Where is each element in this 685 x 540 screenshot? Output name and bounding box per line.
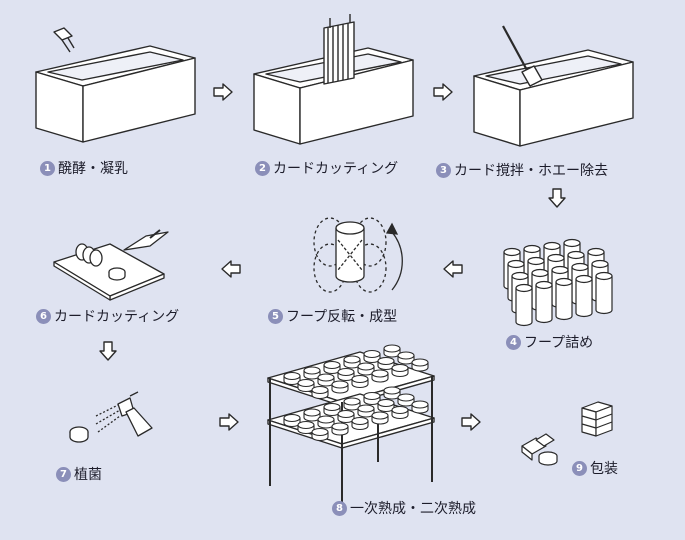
cheese-wheel-icon <box>411 400 429 414</box>
arrow-4-to-5-icon <box>443 260 463 278</box>
step-text: フープ反転・成型 <box>286 309 398 325</box>
cheese-wheel-icon <box>317 373 335 387</box>
cheese-wheel-icon <box>397 351 415 365</box>
arrow-3-to-4-icon <box>548 188 566 208</box>
cheese-wheel-icon <box>357 404 375 418</box>
cheese-wheel-icon <box>371 411 389 425</box>
step-2-label: 2 カードカッティング <box>255 158 398 178</box>
cheese-wheel-icon <box>363 391 381 406</box>
cheese-wheel-icon <box>283 413 301 428</box>
cutting-board-icon <box>53 229 169 301</box>
step-text: カードカッティング <box>273 161 399 177</box>
hoops-filled-icon <box>503 238 613 327</box>
hoop-mold-icon <box>515 283 533 327</box>
hoop-turning-icon <box>313 217 403 293</box>
step-number-badge: 4 <box>506 334 521 350</box>
vat-curd-stirring-icon <box>473 25 634 147</box>
cheese-wheel-icon <box>363 349 381 364</box>
step-7-label: 7 植菌 <box>56 464 102 484</box>
cheese-wheel-icon <box>323 360 341 375</box>
step-5-label: 5 フープ反転・成型 <box>268 306 397 326</box>
cheese-wheel-icon <box>297 420 315 435</box>
cheese-wheel-icon <box>323 402 341 417</box>
cheese-wheel-icon <box>303 366 321 380</box>
step-number-badge: 7 <box>56 466 71 482</box>
cheese-wheel-icon <box>311 385 329 400</box>
cheese-wheel-icon <box>331 422 349 436</box>
step-number-badge: 5 <box>268 308 283 324</box>
step-number-badge: 6 <box>36 308 51 324</box>
hoop-mold-icon <box>535 280 553 324</box>
cheese-wheel-icon <box>311 427 329 442</box>
step-number-badge: 8 <box>332 500 347 516</box>
cheese-wheel-icon <box>317 415 335 429</box>
step-3-label: 3 カード撹拌・ホエー除去 <box>436 160 608 180</box>
cheese-wheel-icon <box>283 371 301 386</box>
cheese-wheel-icon <box>391 363 409 378</box>
arrow-6-to-7-icon <box>99 341 117 361</box>
cheese-wheel-icon <box>371 369 389 383</box>
step-number-badge: 3 <box>436 162 451 178</box>
arrow-2-to-3-icon <box>433 83 453 101</box>
hoop-mold-icon <box>555 277 573 321</box>
cheese-wheel-icon <box>351 374 369 389</box>
cheese-wheel-icon <box>331 380 349 394</box>
step-text: 包装 <box>590 461 618 477</box>
hoop-mold-icon <box>595 271 613 315</box>
step-text: カードカッティング <box>54 309 180 325</box>
step-number-badge: 1 <box>40 160 55 176</box>
step-number-badge: 9 <box>572 460 587 476</box>
arrow-8-to-9-icon <box>461 413 481 431</box>
cheese-wheel-icon <box>377 398 395 413</box>
step-4-label: 4 フープ詰め <box>506 332 593 352</box>
vat-fermentation-icon <box>35 27 196 143</box>
step-text: 植菌 <box>74 467 102 483</box>
arrow-1-to-2-icon <box>213 83 233 101</box>
ripening-rack-icon <box>267 344 435 508</box>
cheese-wheel-icon <box>411 358 429 372</box>
packaged-cheese-icon <box>521 401 613 466</box>
step-8-label: 8 一次熟成・二次熟成 <box>332 498 476 518</box>
step-6-label: 6 カードカッティング <box>36 306 179 326</box>
step-1-label: 1 醗酵・凝乳 <box>40 158 128 178</box>
vat-curd-cutting-icon <box>253 14 414 145</box>
arrow-5-to-6-icon <box>221 260 241 278</box>
step-text: 醗酵・凝乳 <box>58 161 128 177</box>
cheese-wheel-icon <box>391 405 409 420</box>
step-text: フープ詰め <box>524 335 594 351</box>
step-number-badge: 2 <box>255 160 270 176</box>
arrow-7-to-8-icon <box>219 413 239 431</box>
mold-spray-icon <box>69 391 153 443</box>
cheese-wheel-icon <box>397 393 415 407</box>
hoop-mold-icon <box>575 274 593 318</box>
step-text: 一次熟成・二次熟成 <box>350 501 476 517</box>
step-9-label: 9 包装 <box>572 458 618 478</box>
step-text: カード撹拌・ホエー除去 <box>454 163 608 179</box>
cheese-wheel-icon <box>337 367 355 382</box>
cheese-wheel-icon <box>351 416 369 431</box>
